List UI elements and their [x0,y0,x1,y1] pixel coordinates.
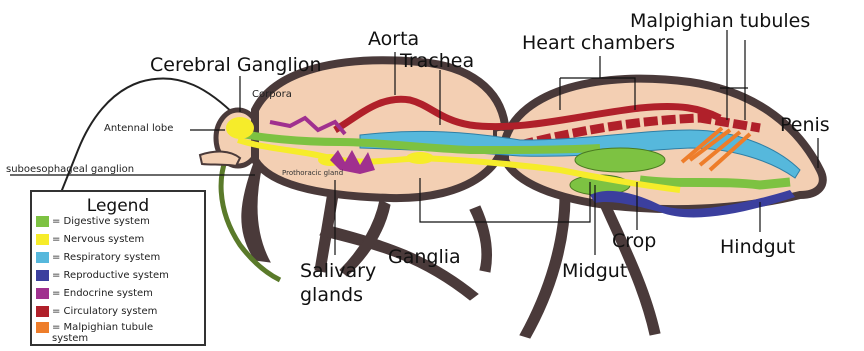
legend-item-label: = Respiratory system [52,252,160,263]
nervous-cerebral-ganglion [226,117,254,139]
label-aorta: Aorta [368,30,419,49]
legend-item-label: = Malpighian tubule system [52,322,186,344]
legend-item-label: = Circulatory system [52,306,157,317]
legend-item-reproductive: = Reproductive system [36,270,169,281]
legend-swatch [36,322,49,333]
legend-item-digestive: = Digestive system [36,216,150,227]
label-subesophageal-ganglion: suboesophageal ganglion [6,165,134,175]
legend: Legend = Digestive system = Nervous syst… [30,190,206,346]
legend-item-label: = Reproductive system [52,270,169,281]
thorax [255,60,505,198]
legend-swatch [36,288,49,299]
legend-title: Legend [32,196,204,216]
legend-swatch [36,252,49,263]
legend-item-nervous: = Nervous system [36,234,144,245]
antenna [60,78,238,195]
label-ganglia: Ganglia [388,248,461,267]
legend-swatch [36,306,49,317]
label-trachea: Trachea [400,52,474,71]
legend-item-malpighian: = Malpighian tubule system [36,322,186,344]
label-prothoracic-gland: Prothoracic gland [282,170,343,177]
legend-swatch [36,216,49,227]
label-heart-chambers: Heart chambers [522,34,675,53]
label-midgut: Midgut [562,262,627,281]
label-salivary: Salivary [300,262,376,281]
legend-item-label: = Endocrine system [52,288,153,299]
legend-swatch [36,270,49,281]
label-antennal-lobe: Antennal lobe [104,124,173,134]
legend-item-endocrine: = Endocrine system [36,288,153,299]
label-malpighian-tubules: Malpighian tubules [630,12,810,31]
label-glands: glands [300,286,363,305]
legend-item-label: = Digestive system [52,216,150,227]
digestive-hindgut [640,180,790,185]
legend-item-label: = Nervous system [52,234,144,245]
label-cerebral-ganglion: Cerebral Ganglion [150,56,322,75]
legend-item-respiratory: = Respiratory system [36,252,160,263]
mouthparts [200,152,240,166]
label-penis: Penis [780,116,830,135]
digestive-crop [575,148,665,172]
label-corpora: Corpora [252,90,292,100]
label-crop: Crop [612,232,656,251]
legend-swatch [36,234,49,245]
legend-item-circulatory: = Circulatory system [36,306,157,317]
label-hindgut: Hindgut [720,238,795,257]
